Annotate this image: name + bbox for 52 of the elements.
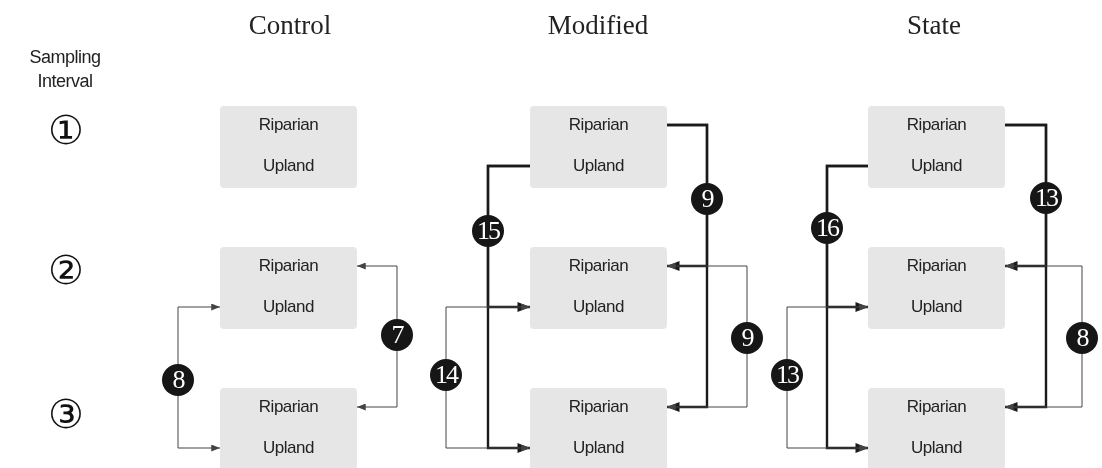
edge-label: 8 xyxy=(1066,322,1098,354)
edge-label: 13 xyxy=(1030,182,1062,214)
habitat-box xyxy=(868,106,1005,188)
habitat-box xyxy=(868,388,1005,468)
habitat-label: Upland xyxy=(572,156,625,176)
edge-label: 8 xyxy=(162,364,194,396)
habitat-label: Upland xyxy=(910,156,963,176)
habitat-label: Riparian xyxy=(257,397,320,417)
column-heading: Modified xyxy=(547,10,649,41)
edge-label: 15 xyxy=(472,215,504,247)
arrow xyxy=(667,123,709,412)
edge-label: 9 xyxy=(731,322,763,354)
habitat-label: Upland xyxy=(910,297,963,317)
edge-label: 9 xyxy=(691,183,723,215)
habitat-box xyxy=(868,247,1005,329)
habitat-box xyxy=(530,388,667,468)
habitat-label: Riparian xyxy=(567,397,630,417)
habitat-label: Riparian xyxy=(905,256,968,276)
habitat-label: Riparian xyxy=(257,115,320,135)
arrow xyxy=(1004,262,1083,411)
habitat-box xyxy=(530,106,667,188)
habitat-label: Upland xyxy=(262,297,315,317)
habitat-label: Riparian xyxy=(567,256,630,276)
habitat-label: Riparian xyxy=(567,115,630,135)
habitat-label: Riparian xyxy=(905,115,968,135)
habitat-box xyxy=(220,247,357,329)
habitat-box xyxy=(530,247,667,329)
habitat-label: Riparian xyxy=(257,256,320,276)
arrow xyxy=(486,164,530,453)
habitat-box xyxy=(220,106,357,188)
edge-label: 16 xyxy=(811,212,843,244)
arrow xyxy=(825,164,868,453)
interval-number: ① xyxy=(48,108,84,152)
edge-label: 13 xyxy=(771,359,803,391)
habitat-label: Upland xyxy=(572,438,625,458)
interval-number: ③ xyxy=(48,392,84,436)
arrow xyxy=(445,303,531,452)
column-heading: State xyxy=(907,10,961,41)
habitat-label: Upland xyxy=(262,156,315,176)
interval-number: ② xyxy=(48,248,84,292)
habitat-box xyxy=(220,388,357,468)
habitat-label: Upland xyxy=(572,297,625,317)
habitat-label: Upland xyxy=(910,438,963,458)
arrow xyxy=(666,262,748,411)
arrow xyxy=(786,303,869,452)
edge-label: 7 xyxy=(381,319,413,351)
habitat-label: Riparian xyxy=(905,397,968,417)
column-heading: Control xyxy=(248,10,332,41)
arrow xyxy=(1005,123,1048,412)
edge-label: 14 xyxy=(430,359,462,391)
habitat-label: Upland xyxy=(262,438,315,458)
axis-title: Sampling Interval xyxy=(28,46,102,93)
